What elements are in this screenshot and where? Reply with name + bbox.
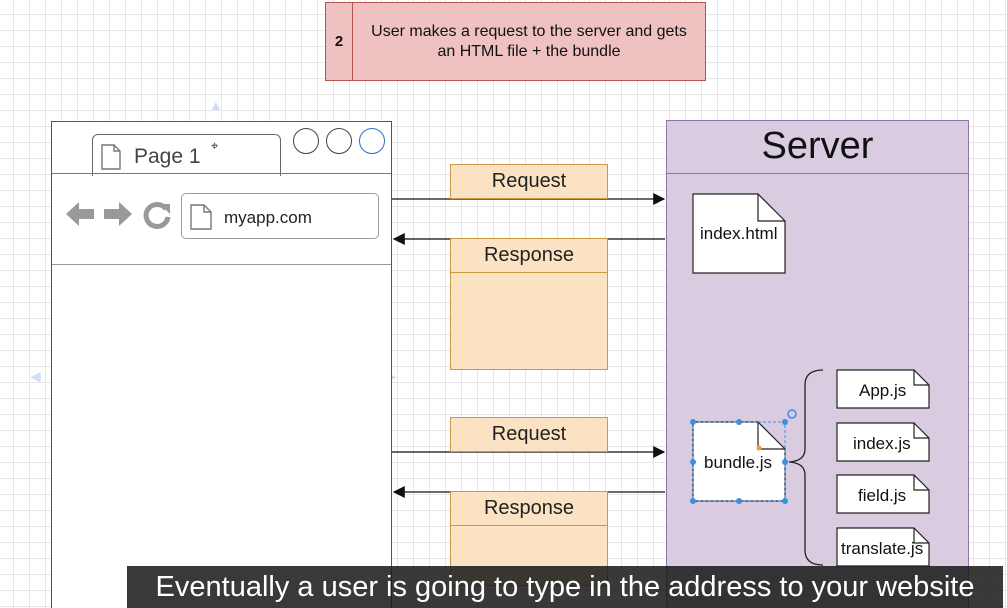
selection-handles[interactable] (686, 405, 801, 509)
file-icon[interactable] (692, 421, 786, 502)
step-number: 2 (326, 3, 353, 80)
index-html-label: index.html (700, 224, 778, 243)
bundle-file-label: App.js (859, 381, 907, 400)
page-icon (101, 144, 121, 170)
server-title-divider (667, 173, 968, 174)
response-label[interactable]: Response (450, 491, 608, 526)
file-icon[interactable] (836, 369, 930, 409)
request-label[interactable]: Request (450, 417, 608, 452)
refresh-icon[interactable] (142, 200, 172, 230)
page-icon (190, 204, 212, 230)
tab-label: Page 1 (134, 145, 201, 168)
step-description: User makes a request to the server and g… (371, 22, 687, 60)
bundle-file-label: field.js (858, 486, 907, 505)
tab-divider (52, 173, 391, 174)
file-icon[interactable] (692, 193, 786, 274)
back-arrow-icon[interactable] (64, 198, 96, 230)
bundle-file-label: translate.js (841, 539, 924, 558)
ghost-arrow-up-icon: ▲ (209, 97, 223, 113)
address-bar[interactable]: myapp.com (181, 193, 379, 239)
curly-brace (788, 369, 824, 566)
move-cursor-icon: ⌖ (211, 138, 219, 153)
browser-window[interactable]: Page 1 ⌖ myapp.com (51, 121, 392, 608)
step-banner[interactable]: 2 User makes a request to the server and… (325, 2, 706, 81)
window-button-minimize[interactable] (293, 128, 319, 154)
bundle-file-label: index.js (853, 434, 911, 453)
file-icon[interactable] (836, 422, 930, 462)
window-button-maximize[interactable] (326, 128, 352, 154)
forward-arrow-icon[interactable] (102, 198, 134, 230)
file-icon[interactable] (836, 527, 930, 567)
address-text: myapp.com (224, 208, 312, 227)
ghost-arrow-left-icon: ◀ (30, 368, 41, 384)
browser-tab[interactable]: Page 1 ⌖ (92, 134, 281, 176)
response-body (450, 273, 608, 370)
toolbar-divider (52, 264, 391, 265)
request-label[interactable]: Request (450, 164, 608, 199)
caption-text: Eventually a user is going to type in th… (155, 570, 975, 603)
bundle-js-label: bundle.js (704, 453, 773, 472)
server-title: Server (761, 125, 874, 167)
video-caption: Eventually a user is going to type in th… (127, 566, 1003, 608)
response-label[interactable]: Response (450, 238, 608, 273)
file-icon[interactable] (836, 474, 930, 514)
window-button-close[interactable] (359, 128, 385, 154)
